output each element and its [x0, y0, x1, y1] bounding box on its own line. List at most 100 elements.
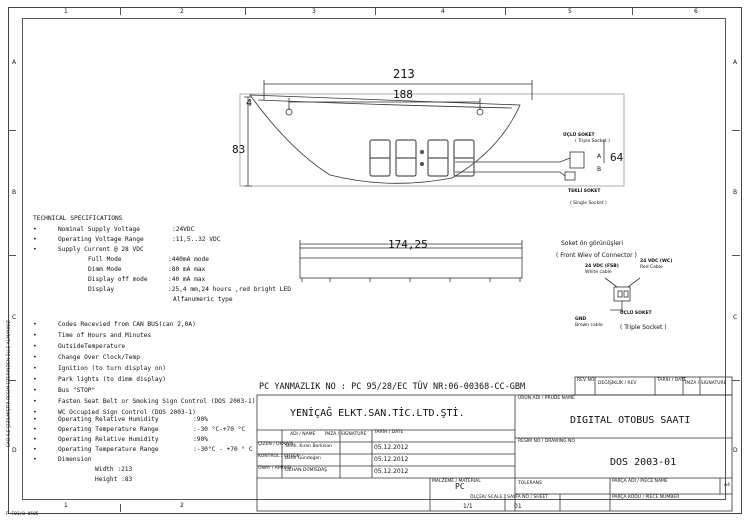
env-0-label: Operating Relative Humidity	[58, 416, 159, 423]
single-socket-label: TEKLİ SOKET	[568, 189, 601, 194]
scale-label: ÖLÇEK/ SCALE	[470, 495, 503, 500]
spec-line-0-label: Nominal Supply Voltage	[58, 226, 140, 233]
dim-height: 83	[232, 143, 246, 156]
env-4-label: Dimension	[58, 456, 92, 463]
part-name-label: PARÇA ADI / PIECE NAME	[612, 479, 668, 484]
row-1-name: Bedil Gündoğan	[285, 456, 321, 461]
connector-view-subtitle: ( Front Wiev of Connector )	[556, 252, 637, 259]
tolerance-label: TOLERANS	[518, 481, 542, 486]
front-view-box	[239, 93, 625, 187]
feature-1: Time of Hours and Minutes	[58, 332, 152, 339]
col-name-header: ADI / NAME	[290, 432, 316, 437]
row-1-role: KONTROL / CHECK	[258, 454, 300, 459]
env-0-value: :90%	[193, 416, 208, 423]
row-2-role: ONAY / APRV'D	[258, 466, 292, 471]
dim-connector: 64	[610, 151, 624, 164]
spec-line-6-label: Display	[88, 286, 115, 293]
patent-number: PC YANMAZLIK NO : PC 95/28/EC TÜV NR:06-…	[259, 382, 526, 392]
width-line: Width :213	[95, 466, 133, 473]
company-name: YENİÇAĞ ELKT.SAN.TİC.LTD.ŞTİ.	[290, 408, 465, 419]
triple-socket-label: ÜÇLÜ SOKET	[563, 133, 595, 138]
col-6: 6	[694, 8, 698, 15]
spec-line-4-label: Dimm Mode	[88, 266, 122, 273]
led-digits	[369, 139, 475, 177]
spec-line-6-value: :25,4 mm,24 hours ,red bright LED	[168, 286, 291, 293]
col-5: 5	[568, 8, 572, 15]
spec-line-3-label: Full Mode	[88, 256, 122, 263]
conn-a: A	[597, 153, 602, 160]
material-label: MALZEME / MATERIAL	[432, 479, 481, 484]
drawing-border	[22, 18, 726, 500]
pin-fsb: 24 VDC (FSB)	[585, 264, 619, 269]
drawing-no-label: RESİM NO / DRAWING NO	[518, 439, 575, 444]
col-sign-header: İMZA / SIGNATURE	[325, 432, 367, 437]
row-b: B	[12, 189, 17, 196]
triple-socket-sub: ( Triple Socket )	[575, 139, 610, 144]
row-c: C	[12, 314, 17, 321]
form-code: F-F03/8-0505	[6, 512, 39, 517]
pin-wc-color: Red Cable	[640, 265, 663, 270]
row-d: D	[12, 447, 17, 454]
row-2-date: 05.12.2012	[374, 468, 409, 475]
scale-value: 1/1	[463, 503, 473, 510]
drawing-no: DOS 2003-01	[610, 457, 677, 468]
feature-4: Ignition (to turn display on)	[58, 365, 167, 372]
env-3-value: :-30°C - +70 ° C	[193, 446, 253, 453]
env-2-label: Operating Relative Humidity	[58, 436, 159, 443]
housing-outline	[249, 94, 521, 184]
spec-line-4-value: :80 mA max	[168, 266, 206, 273]
row-a-right: A	[733, 59, 738, 66]
row-b-right: B	[733, 189, 738, 196]
sign-header: İMZA / SIGNATURE	[685, 381, 727, 386]
spec-heading: TECHNICAL SPECIFICATIONS	[33, 215, 123, 222]
revision-header: DEĞİŞİKLİK / REV	[598, 381, 637, 386]
spec-line-7-value: Alfanumeric type	[173, 296, 233, 303]
feature-0: Codes Recevied from CAN BUS(can 2,0A)	[58, 321, 196, 328]
row-0-name: Serdi. Kıran Berkisan	[285, 444, 332, 449]
spec-line-1-label: Operating Voltage Range	[58, 236, 144, 243]
col-4: 4	[441, 8, 445, 15]
env-1-label: Operating Temperature Range	[58, 426, 159, 433]
col-3: 3	[312, 8, 316, 15]
row-c-right: C	[733, 314, 738, 321]
row-1-date: 05.12.2012	[374, 456, 409, 463]
dim-width-outer: 213	[393, 67, 415, 81]
title-block-frame	[256, 394, 733, 512]
dim-corner: 4	[246, 98, 253, 109]
row-0-date: 05.12.2012	[374, 444, 409, 451]
feature-2: OutsideTemperature	[58, 343, 126, 350]
feature-3: Change Over Clock/Temp	[58, 354, 140, 361]
gnd-label: GND	[575, 317, 587, 322]
connector-socket-sub: ( Triple Socket )	[620, 324, 667, 331]
product-name-label: ÜRÜN ADI / PRUDE NAME	[518, 396, 575, 401]
material: PC	[455, 482, 465, 491]
height-line: Height :83	[95, 476, 133, 483]
sheet-label: SAYFA NO / SHEET	[507, 495, 549, 500]
feature-7: Fasten Seat Belt or Smoking Sign Control…	[58, 398, 256, 405]
date-header: TARİH / DATE	[657, 378, 687, 383]
col-1: 1	[64, 8, 68, 15]
row-0-role: ÇİZEN / DRAWN	[258, 442, 294, 447]
product-name: DIGITAL OTOBUS SAATI	[570, 415, 691, 426]
dim-width-inner: 188	[393, 88, 413, 101]
feature-8: WC Occupied Sign Control (DOS 2003-1)	[58, 409, 196, 416]
part-no-label: PARÇA KODU / PIECE NUMBER	[612, 495, 680, 500]
env-2-value: :90%	[193, 436, 208, 443]
side-view-body	[299, 247, 523, 279]
row-a: A	[12, 59, 17, 66]
spec-line-2-label: Supply Current @ 28 VDC	[58, 246, 144, 253]
col-2: 2	[180, 8, 184, 15]
feature-6: Bus "STOP"	[58, 387, 96, 394]
spec-line-1-bullet: •	[33, 236, 37, 243]
dim-depth: 174,25	[388, 238, 428, 251]
sheet-value: 01	[514, 503, 522, 510]
paper-size: A4	[724, 483, 730, 488]
spec-line-1-value: :11,5..32 VDC	[172, 236, 221, 243]
row-d-right: D	[733, 447, 738, 454]
rev-no-label: REV NO	[577, 378, 595, 383]
conn-b: B	[597, 166, 602, 173]
col-date-header: TARİH / DATE	[374, 430, 404, 435]
spec-line-5-label: Display off mode	[88, 276, 148, 283]
single-socket-sub: ( Single Socket )	[570, 201, 607, 206]
